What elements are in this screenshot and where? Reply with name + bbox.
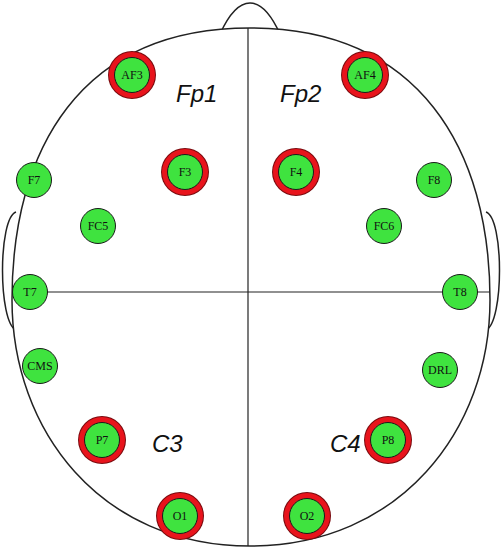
electrode-label: F4 [290,166,303,178]
electrode-label: FC5 [88,220,109,232]
electrode-label: AF4 [354,69,375,81]
electrode-label: P7 [96,434,109,446]
electrode: T7 [12,274,48,310]
electrode: F7 [16,162,52,198]
electrode: FC5 [80,208,116,244]
electrode: F3 [167,154,203,190]
electrode: F8 [416,162,452,198]
electrode-label: O2 [300,510,315,522]
electrode-label: F8 [428,174,441,186]
electrode-label: O1 [173,510,188,522]
electrode: DRL [422,352,458,388]
electrode: AF4 [347,57,383,93]
midline [247,28,248,546]
electrode: T8 [442,274,478,310]
electrode-label: F3 [179,166,192,178]
electrode: O1 [162,498,198,534]
electrode: P7 [84,422,120,458]
region-label: C3 [152,432,183,456]
electrode-label: P8 [382,434,395,446]
electrode-label: DRL [428,364,452,376]
region-label: Fp2 [280,82,321,106]
electrode: O2 [289,498,325,534]
electrode: FC6 [366,208,402,244]
electrode: AF3 [114,57,150,93]
electrode: P8 [370,422,406,458]
region-label: Fp1 [176,82,217,106]
electrode: CMS [22,348,58,384]
electrode-label: F7 [28,174,41,186]
electrode-label: FC6 [374,220,395,232]
electrode-label: CMS [27,360,52,372]
electrode-label: T7 [23,286,36,298]
electrode-label: T8 [453,286,466,298]
region-label: C4 [330,432,361,456]
electrode: F4 [278,154,314,190]
ear-line [12,291,490,292]
head [12,28,490,546]
electrode-label: AF3 [121,69,142,81]
